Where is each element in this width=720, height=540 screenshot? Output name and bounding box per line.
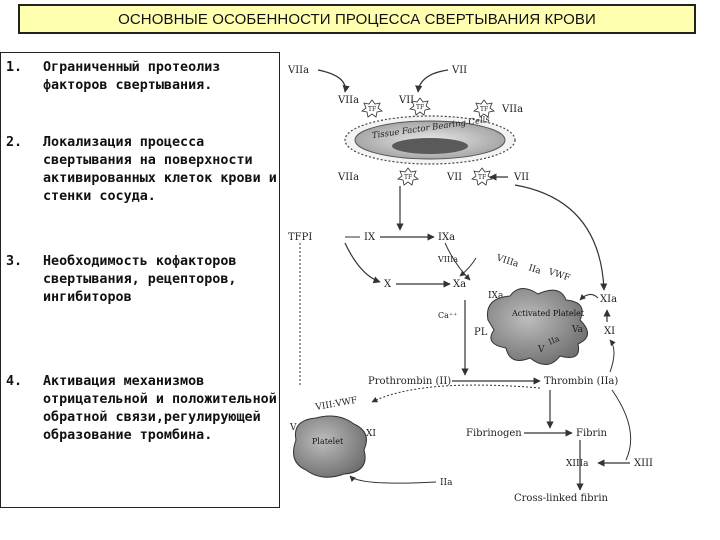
label-xi: XI: [604, 326, 615, 337]
label-vii-far: VII: [513, 172, 529, 183]
features-list: 1. Ограниченный протеолиз факторов сверт…: [0, 52, 280, 508]
svg-text:TF: TF: [404, 174, 412, 181]
tf-star-icon: TF: [361, 99, 383, 118]
item-number: 4.: [6, 374, 23, 389]
arrow-xia-platelet: [579, 294, 599, 301]
tf-star-icon: TF: [473, 99, 495, 118]
item-text: Активация механизмов отрицательной и пол…: [43, 374, 277, 443]
label-vii-mid: VII: [398, 95, 414, 106]
coagulation-diagram: VIIa VII VIIa VII VIIa TF TF TF Tissue F…: [287, 65, 653, 504]
label-viia-low: VIIa: [337, 172, 359, 183]
label-xia: XIa: [600, 294, 617, 305]
platelet-label: Platelet: [312, 437, 344, 446]
label-vii-top: VII: [451, 65, 467, 76]
label-thrombin: Thrombin (IIa): [544, 376, 618, 387]
label-xiii: XIII: [634, 458, 653, 469]
item-number: 1.: [6, 60, 23, 75]
activated-platelet: Activated Platelet: [486, 288, 588, 365]
label-prothrombin: Prothrombin (II): [368, 376, 451, 387]
label-vii-low: VII: [446, 172, 462, 183]
platelet: Platelet: [293, 415, 367, 478]
label-fibrin: Fibrin: [576, 428, 608, 439]
page-title: ОСНОВНЫЕ ОСОБЕННОСТИ ПРОЦЕССА СВЕРТЫВАНИ…: [118, 10, 596, 28]
label-viii-vwf: VIII:VWF: [314, 396, 358, 413]
label-viiia-cofactor: VIIIa: [494, 253, 520, 270]
label-vwf-cofactor: VWF: [546, 267, 571, 284]
tf-star-icon: TF: [397, 167, 419, 186]
tf-star-icon: TF: [409, 97, 431, 116]
svg-text:TF: TF: [368, 106, 376, 113]
svg-text:TF: TF: [416, 104, 424, 111]
tf-star-icon: TF: [471, 167, 493, 186]
item-number: 3.: [6, 254, 23, 269]
label-xiiia: XIIIa: [566, 459, 589, 469]
arrow-ixa-down: [444, 242, 471, 281]
label-fibrinogen: Fibrinogen: [466, 428, 522, 439]
label-ixa: IXa: [438, 232, 455, 243]
label-x: X: [384, 279, 392, 290]
svg-text:TF: TF: [480, 106, 488, 113]
label-xa: Xa: [453, 279, 466, 290]
item-text: Локализация процесса свертывания на пове…: [43, 135, 277, 204]
label-ixa-2: IXa: [488, 291, 504, 301]
label-iia-cofactor: IIa: [527, 263, 543, 277]
tissue-factor-cell: Tissue Factor Bearing Cells: [344, 115, 516, 165]
title-box: ОСНОВНЫЕ ОСОБЕННОСТИ ПРОЦЕССА СВЕРТЫВАНИ…: [18, 4, 696, 34]
label-crosslinked-fibrin: Cross-linked fibrin: [514, 493, 609, 504]
svg-text:TF: TF: [478, 174, 486, 181]
label-iia-pl: IIa: [547, 334, 561, 347]
arrow-viiia: [459, 257, 477, 277]
label-viiia-small: VIIIa: [437, 255, 458, 264]
label-va: Va: [571, 325, 584, 335]
label-viia-left: VIIa: [337, 95, 359, 106]
label-viia-right: VIIa: [501, 104, 523, 115]
item-text: Ограниченный протеолиз факторов свертыва…: [43, 60, 221, 93]
label-xi-left: XI: [366, 429, 376, 439]
label-v-pl: V: [537, 345, 545, 355]
label-pl: PL: [474, 327, 488, 338]
arrow-iia-platelet: [349, 475, 437, 484]
label-iia-bottom: IIa: [440, 478, 453, 488]
item-text: Необходимость кофакторов свертывания, ре…: [43, 254, 237, 305]
activated-platelet-label: Activated Platelet: [511, 309, 585, 318]
arrow-to-x: [344, 242, 381, 284]
arrow-right-loop: [514, 184, 608, 291]
label-tfpi: TFPI: [288, 232, 312, 243]
label-ca: Ca⁺⁺: [438, 311, 457, 320]
label-ix: IX: [364, 232, 376, 243]
arrow-thrombin-up: [609, 339, 616, 373]
arrow-viia: [317, 69, 350, 93]
label-viia-top: VIIa: [287, 65, 309, 76]
arrow-vii: [415, 69, 449, 93]
label-v-left: V: [289, 423, 297, 433]
arrow-thrombin-platelet: [371, 384, 541, 403]
item-number: 2.: [6, 135, 23, 150]
arrow-thrombin-xiii: [611, 389, 632, 461]
